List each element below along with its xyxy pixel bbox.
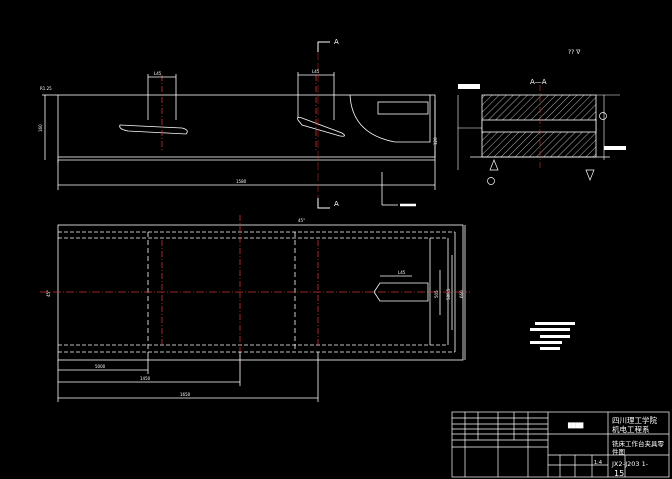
title-drawing-no: JX2-J203 1- [611, 460, 649, 468]
dim-text-slot-b: L45 [312, 69, 320, 74]
section-a-a [457, 84, 626, 185]
dim-text-left-height: 160 [38, 124, 43, 132]
title-block [451, 411, 670, 478]
text-labels: A A A—A ?? ∇ R1.25 L45 L45 160 120 1580 … [38, 38, 665, 478]
section-letter-top: A [334, 38, 339, 46]
plan-slot [373, 282, 429, 302]
title-school-line1: 四川理工学院 [612, 415, 657, 425]
title-sheet: 15 [614, 469, 624, 478]
section-mark-bottom [317, 198, 330, 209]
front-slot-left [119, 124, 188, 135]
dim-text-slot-a: L45 [154, 71, 162, 76]
front-view-end-cut [349, 94, 431, 143]
corner-note: ?? ∇ [568, 49, 581, 56]
front-slot-right [297, 116, 345, 137]
datum-circle-b [599, 112, 607, 120]
section-letter-bottom: A [334, 200, 339, 208]
dim-text-plan-h2: 580.5 [446, 288, 451, 300]
dim-text-plan-h3: 660 [459, 290, 464, 298]
dim-text-plan-left: 45° [46, 290, 51, 297]
dim-text-plan-bottom-b: 1450 [140, 376, 151, 381]
title-scale: 1:4 [594, 460, 602, 466]
title-part-name-line2: 件图 [612, 447, 625, 456]
title-block-frame [451, 411, 670, 478]
title-stamp: ████ [567, 422, 584, 429]
title-school-line2: 机电工程系 [612, 424, 650, 434]
dim-text-top-left: R1.25 [40, 86, 52, 91]
front-view [42, 41, 436, 209]
datum-circle-a [487, 177, 495, 185]
technical-notes [530, 322, 575, 350]
dim-text-plan-top: 45° [298, 218, 305, 223]
dim-text-plan-bottom-a: 5000 [95, 364, 106, 369]
section-title: A—A [530, 78, 547, 86]
dim-text-right-height: 120 [433, 137, 438, 145]
section-slot [481, 119, 597, 133]
title-part-name-line1: 铣床工作台夹具零 [612, 439, 665, 448]
plan-outline [57, 224, 464, 361]
section-mark-top [317, 41, 330, 52]
dim-text-overall-length: 1580 [236, 179, 247, 184]
plan-view [40, 215, 470, 402]
dim-text-plan-bottom-c: 1650 [180, 392, 191, 397]
dim-text-plan-slot: L45 [398, 270, 406, 275]
front-view-outline [57, 94, 436, 158]
dim-text-plan-h1: 505 [434, 290, 439, 298]
front-view-slot-rect [377, 101, 429, 115]
